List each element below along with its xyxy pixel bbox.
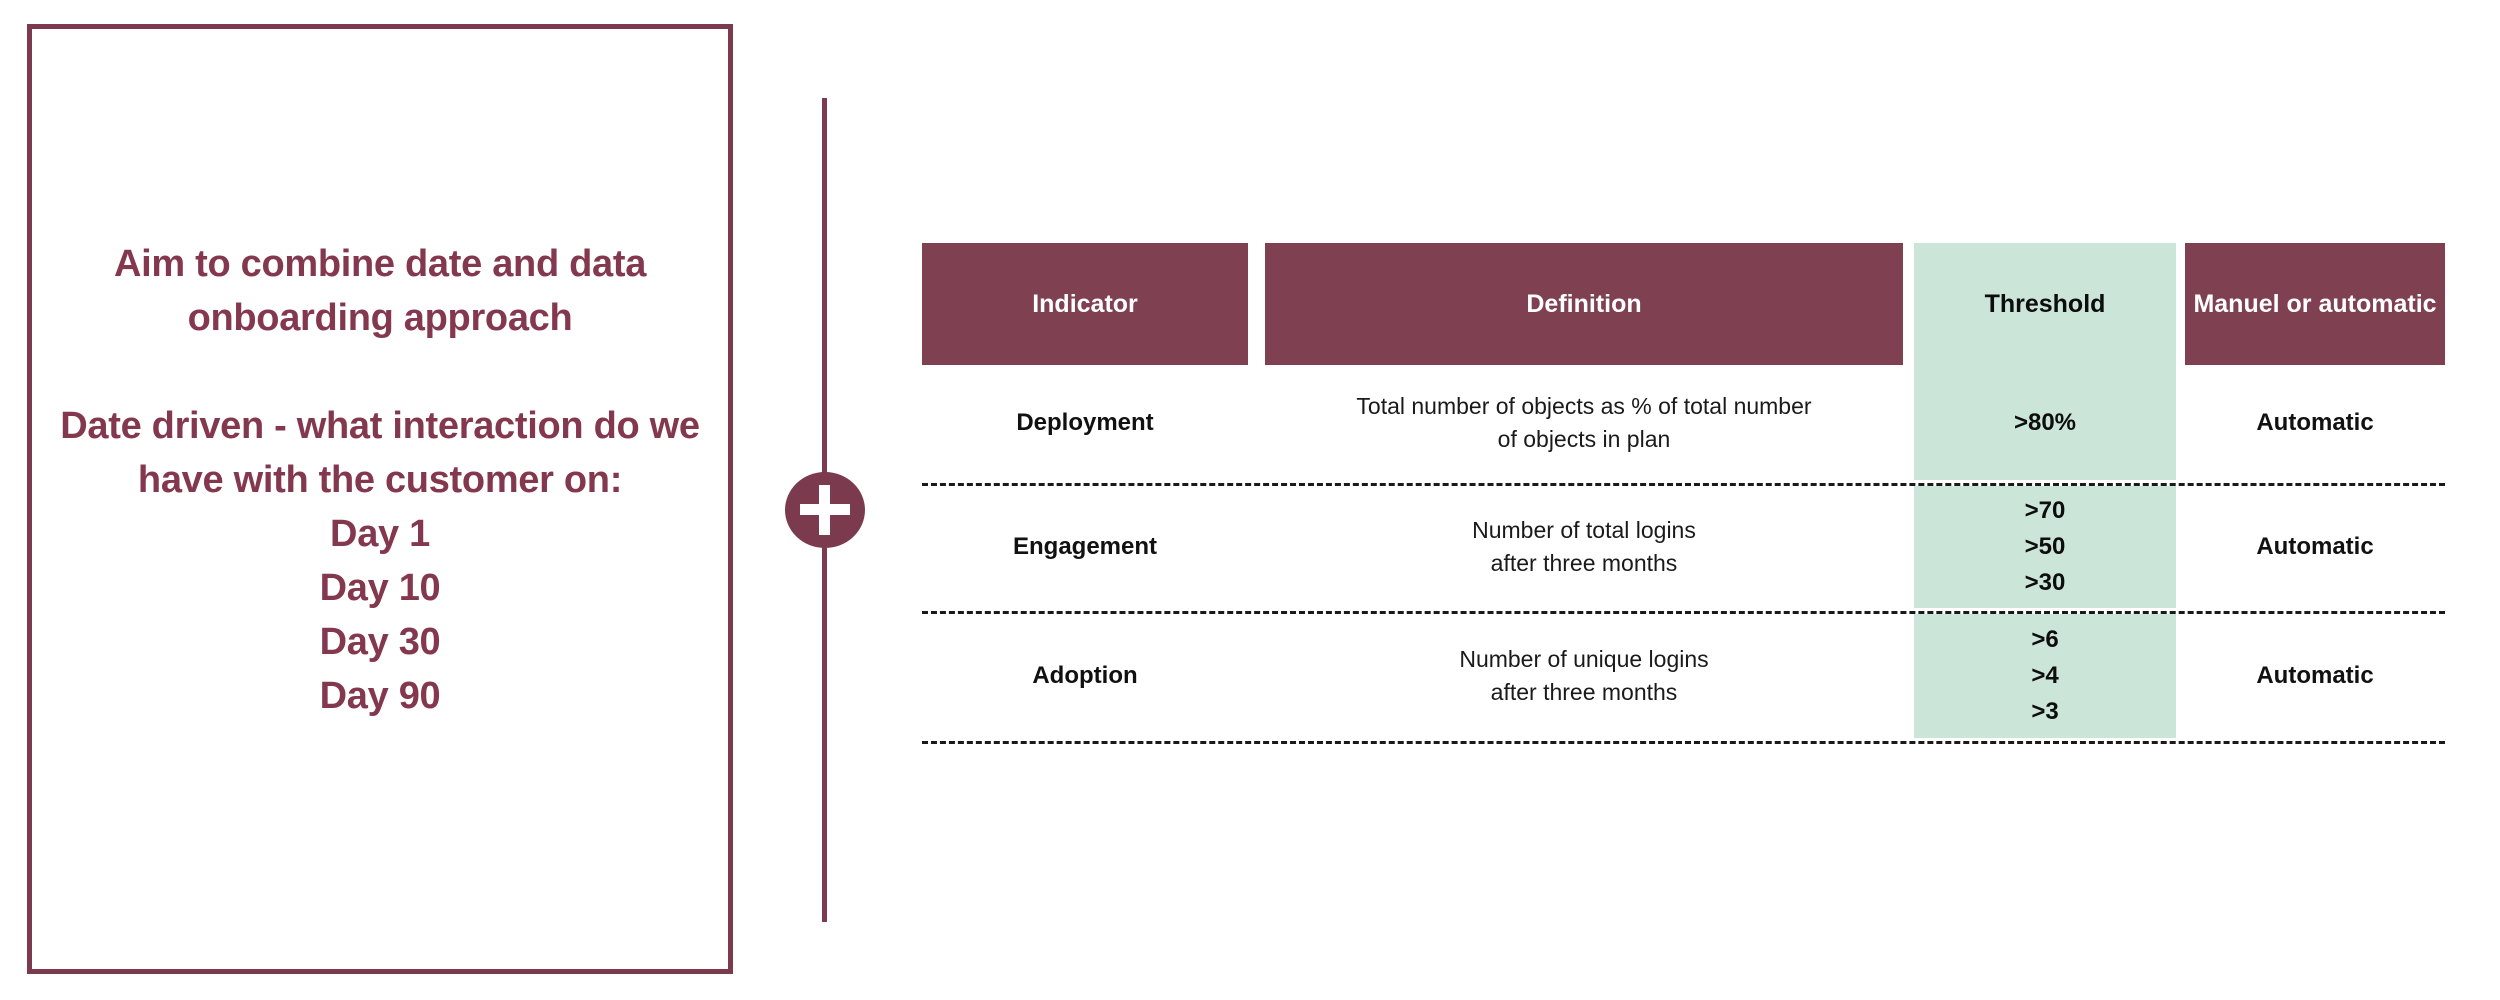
cell-manual-or-automatic: Automatic [2256,408,2374,436]
threshold-value: >70 [2024,497,2066,524]
day-item-3: Day 30 [319,621,441,663]
day-item-4: Day 90 [319,675,441,717]
aim-statement: Aim to combine date and data onboarding … [113,243,647,339]
cell-threshold: >70 >50 >30 [1914,486,2176,608]
cell-definition: Total number of objects as % of total nu… [1265,365,1903,480]
definition-line: Total number of objects as % of total nu… [1356,392,1812,419]
table-row: Adoption Number of unique logins after t… [922,614,2445,744]
column-header-indicator: Indicator [922,243,1248,365]
table-body: Deployment Total number of objects as % … [922,365,2445,744]
cell-indicator: Deployment [1016,408,1154,436]
table-header-row: Indicator Definition Threshold Manuel or… [922,243,2445,365]
threshold-value: >3 [2031,698,2059,725]
left-summary-panel: Aim to combine date and data onboarding … [27,24,733,974]
table-row: Engagement Number of total logins after … [922,486,2445,614]
cell-definition: Number of unique logins after three mont… [1265,614,1903,738]
cell-indicator: Adoption [1032,662,1138,689]
cell-manual-or-automatic: Automatic [2256,533,2374,560]
definition-line: of objects in plan [1497,425,1671,452]
plus-icon [785,472,865,548]
cell-manual-or-automatic: Automatic [2256,662,2374,689]
day-item-2: Day 10 [319,567,441,609]
threshold-value: >6 [2031,626,2059,653]
definition-line: Number of total logins [1472,517,1696,543]
threshold-value: >80% [2013,408,2077,436]
cell-threshold: >80% [1914,365,2176,480]
left-panel-text-block: Aim to combine date and data onboarding … [32,237,728,723]
definition-line: after three months [1490,550,1678,576]
plus-icon-vertical-bar [819,485,830,535]
definition-line: Number of unique logins [1459,646,1709,672]
paragraph-spacer [32,345,728,399]
indicator-table: Indicator Definition Threshold Manuel or… [922,243,2445,744]
threshold-value: >4 [2031,662,2059,689]
threshold-value: >50 [2024,533,2066,560]
table-row: Deployment Total number of objects as % … [922,365,2445,486]
cell-indicator: Engagement [1012,533,1158,560]
threshold-value: >30 [2024,569,2066,596]
definition-line: after three months [1490,679,1678,705]
column-header-definition: Definition [1265,243,1903,365]
column-header-manual-or-automatic: Manuel or automatic [2185,243,2445,365]
cell-threshold: >6 >4 >3 [1914,614,2176,738]
day-item-1: Day 1 [330,513,430,555]
column-header-threshold: Threshold [1914,243,2176,365]
cell-definition: Number of total logins after three month… [1265,486,1903,608]
date-driven-statement: Date driven - what interaction do we hav… [60,405,700,501]
